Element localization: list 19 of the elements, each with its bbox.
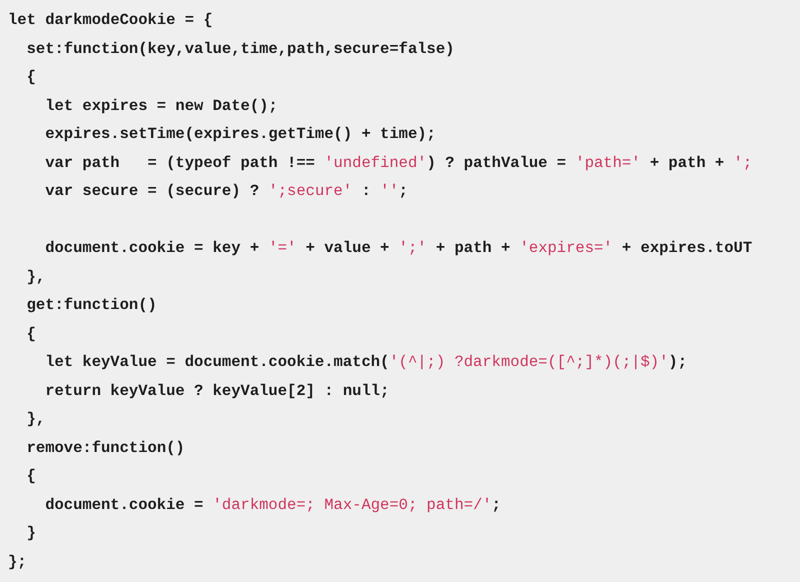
code-line: let darkmodeCookie = { xyxy=(8,10,213,30)
code-line: let keyValue = document.cookie.match('(^|;) ?darkmode=([^;]*)(;|$)'); xyxy=(45,352,687,372)
code-line: remove:function() xyxy=(26,438,185,458)
code-line: { xyxy=(26,466,36,486)
code-line: { xyxy=(26,324,36,344)
code-line: let expires = new Date(); xyxy=(45,96,278,116)
code-line: } xyxy=(26,523,36,543)
code-line: }; xyxy=(8,552,27,572)
code-line: document.cookie = key + '=' + value + ';' + path + 'expires=' + expires.toUT xyxy=(45,238,752,258)
code-line: return keyValue ? keyValue[2] : null; xyxy=(45,380,390,400)
code-line: var path = (typeof path !== 'undefined') ? pathValue = 'path=' + path + '; xyxy=(45,152,752,172)
code-line: }, xyxy=(26,409,46,429)
code-line: expires.setTime(expires.getTime() + time); xyxy=(45,124,436,144)
code-line: get:function() xyxy=(26,295,157,315)
code-line: var secure = (secure) ? ';secure' : ''; xyxy=(45,181,408,201)
code-line: }, xyxy=(26,266,46,286)
code-line: { xyxy=(26,67,36,87)
code-line: document.cookie = 'darkmode=; Max-Age=0; path=/'; xyxy=(45,494,501,514)
code-line: set:function(key,value,time,path,secure=false) xyxy=(26,38,454,58)
